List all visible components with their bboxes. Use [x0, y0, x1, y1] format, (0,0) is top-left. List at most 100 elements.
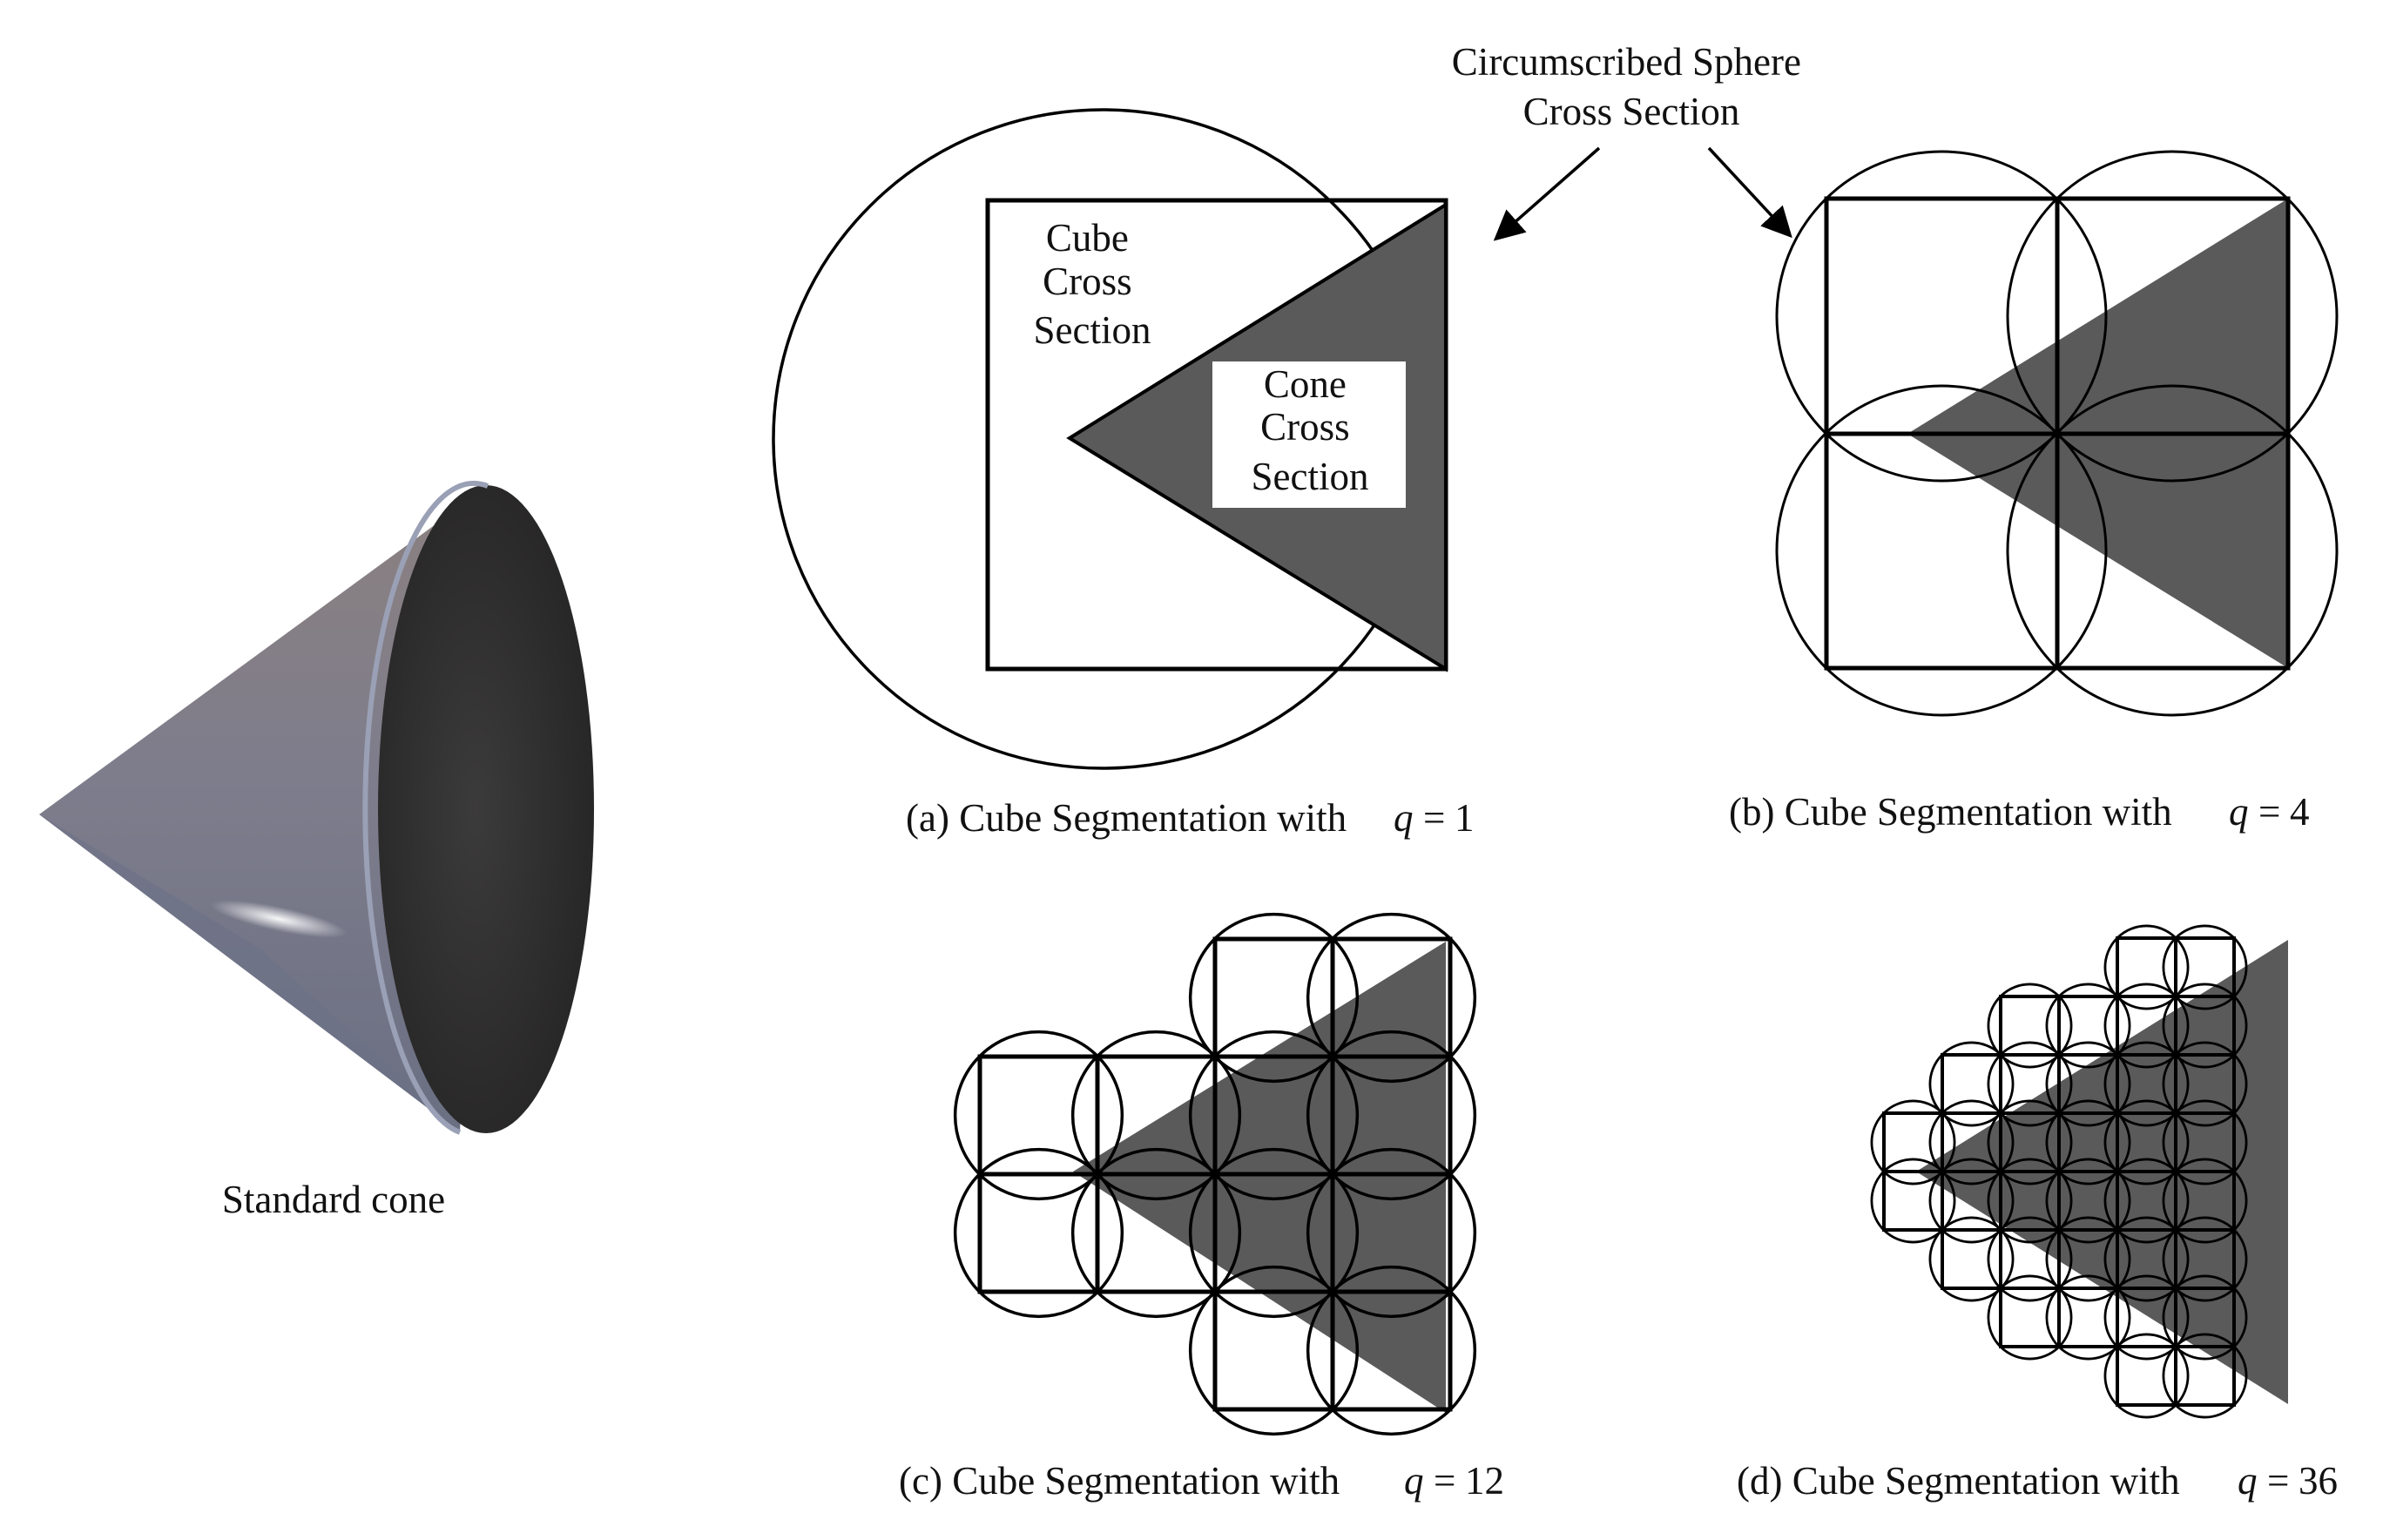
- sphere-circle: [2162, 1274, 2248, 1361]
- sphere-circle: [2162, 1216, 2248, 1302]
- caption-b: (b) Cube Segmentation with q = 4: [1729, 790, 2310, 834]
- cone-lower-shade: [39, 814, 460, 1132]
- sphere-circle: [1188, 1147, 1360, 1319]
- sphere-circle: [1306, 1030, 1477, 1201]
- cube-label-line3: Section: [1034, 308, 1151, 352]
- sphere-circle: [2162, 1158, 2248, 1244]
- cone-base-rim: [362, 480, 489, 1135]
- sphere-circle: [1987, 1041, 2073, 1127]
- panel-a: Cube Cross Section Cone Cross Section: [772, 108, 1448, 770]
- sphere-circle: [953, 1030, 1124, 1201]
- cube-label-line1: Cube: [1046, 216, 1129, 260]
- sphere-circle: [2103, 1099, 2190, 1185]
- cube-square: [1941, 1228, 2002, 1290]
- sphere-circle: [2162, 1099, 2248, 1185]
- sphere-circle: [1928, 1158, 2015, 1244]
- sphere-circle: [2103, 1158, 2190, 1244]
- caption-a-variable: q: [1394, 796, 1414, 840]
- cone-caption: Standard cone: [222, 1178, 445, 1221]
- sphere-circle: [2006, 384, 2339, 717]
- cube-square: [977, 1054, 1100, 1177]
- standard-cone-render: [39, 480, 594, 1135]
- caption-d-equals: =: [2267, 1459, 2289, 1503]
- sphere-circle: [1070, 1147, 1242, 1319]
- caption-d: (d) Cube Segmentation with q = 36: [1737, 1459, 2338, 1503]
- sphere-circle: [2103, 1333, 2190, 1419]
- caption-a-equals: =: [1423, 796, 1445, 840]
- panel-c-cells: [953, 912, 1477, 1436]
- sphere-circle: [2045, 983, 2131, 1069]
- caption-b-equals: =: [2258, 790, 2280, 834]
- panel-c: [953, 912, 1477, 1436]
- caption-c-value: 12: [1465, 1459, 1504, 1503]
- cone-label-box: [1212, 361, 1406, 508]
- cone-label-line3: Section: [1252, 455, 1369, 498]
- cube-square: [2057, 1287, 2119, 1348]
- sphere-arrow-right: [1707, 146, 1792, 239]
- sphere-circle: [2162, 983, 2248, 1069]
- cone-label-line1: Cone: [1264, 362, 1347, 406]
- caption-c-text: (c) Cube Segmentation with: [899, 1459, 1340, 1503]
- sphere-circle: [1928, 1216, 2015, 1302]
- caption-b-text: (b) Cube Segmentation with: [1729, 790, 2172, 834]
- cube-square: [2116, 936, 2177, 998]
- caption-d-variable: q: [2238, 1459, 2258, 1503]
- caption-c: (c) Cube Segmentation with q = 12: [899, 1459, 1504, 1503]
- sphere-circle: [2162, 924, 2248, 1010]
- sphere-circle: [2006, 150, 2339, 483]
- caption-d-value: 36: [2299, 1459, 2338, 1503]
- panel-b-cells: [1775, 150, 2339, 717]
- sphere-circle: [1987, 1274, 2073, 1361]
- sphere-circle: [2103, 924, 2190, 1010]
- cube-square: [977, 1172, 1100, 1294]
- cone-lateral-surface: [39, 486, 488, 1132]
- sphere-circle: [1987, 983, 2073, 1069]
- sphere-circle: [2045, 1099, 2131, 1185]
- cube-square: [1941, 1053, 2002, 1115]
- sphere-circle: [1987, 1158, 2073, 1244]
- cone-specular-highlight: [210, 900, 348, 938]
- sphere-circle: [1306, 1147, 1477, 1319]
- sphere-annotation-line1: Circumscribed Sphere: [1452, 40, 1801, 84]
- cube-cell: [2162, 1333, 2248, 1419]
- cube-square: [1999, 1287, 2061, 1348]
- cube-square: [2055, 431, 2291, 671]
- cube-cell: [2006, 384, 2339, 717]
- sphere-circle: [1987, 1099, 2073, 1185]
- sphere-circle: [2045, 1041, 2131, 1127]
- sphere-circle: [1987, 1216, 2073, 1302]
- sphere-circle: [1775, 150, 2108, 483]
- sphere-circle: [953, 1147, 1124, 1319]
- sphere-circle: [1188, 1265, 1360, 1436]
- cube-square: [2057, 995, 2119, 1057]
- caption-b-value: 4: [2290, 790, 2310, 834]
- caption-a: (a) Cube Segmentation with q = 1: [906, 796, 1475, 840]
- cube-cell: [1070, 1147, 1242, 1319]
- sphere-annotation-line2: Cross Section: [1523, 90, 1740, 133]
- sphere-circle: [1928, 1041, 2015, 1127]
- sphere-circle: [2162, 1041, 2248, 1127]
- cube-label-line2: Cross: [1043, 260, 1132, 303]
- caption-c-variable: q: [1404, 1459, 1424, 1503]
- sphere-circle: [2045, 1158, 2131, 1244]
- sphere-annotation: Circumscribed Sphere Cross Section: [1452, 40, 1811, 133]
- cube-cell: [1306, 1265, 1477, 1436]
- sphere-circle: [1306, 912, 1477, 1084]
- sphere-circle: [2045, 1216, 2131, 1302]
- sphere-circle: [1306, 1265, 1477, 1436]
- sphere-arrow-left: [1493, 146, 1601, 241]
- cube-square: [1999, 995, 2061, 1057]
- sphere-circle: [2103, 1216, 2190, 1302]
- caption-c-equals: =: [1434, 1459, 1455, 1503]
- cone-base-disk: [378, 485, 594, 1133]
- cube-label: Cube Cross Section: [1034, 216, 1151, 352]
- caption-a-text: (a) Cube Segmentation with: [906, 796, 1347, 840]
- panel-b: [1775, 150, 2339, 717]
- sphere-circle: [1775, 384, 2108, 717]
- sphere-circle: [1870, 1158, 1956, 1244]
- cone-cross-section: [1073, 942, 1446, 1413]
- sphere-circle: [1928, 1099, 2015, 1185]
- panel-d: [1870, 924, 2288, 1419]
- cone-label: Cone Cross Section: [1252, 362, 1369, 498]
